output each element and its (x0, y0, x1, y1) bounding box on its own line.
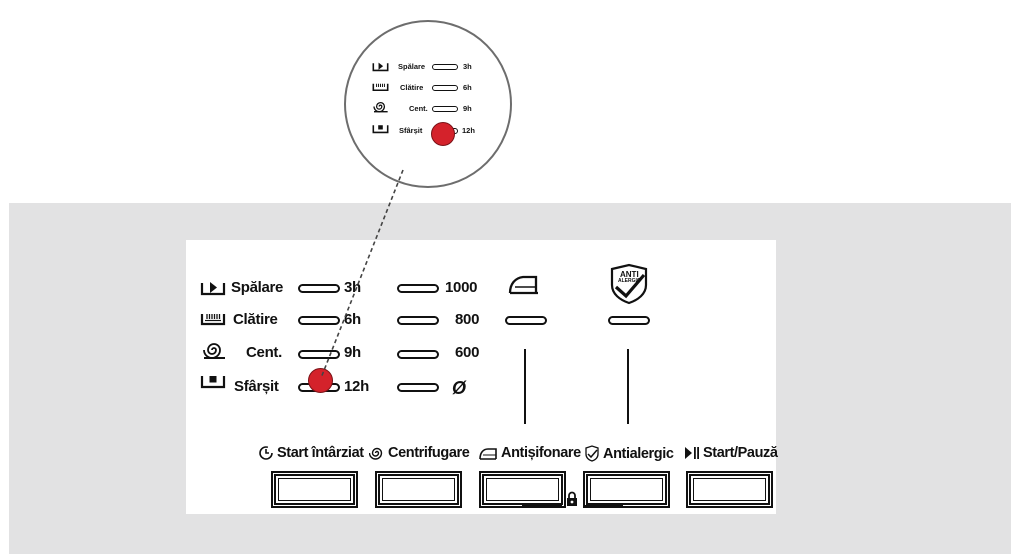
delay-start-button[interactable] (271, 471, 358, 508)
led-time-3h (298, 284, 340, 293)
led-anti-crease (505, 316, 547, 325)
anti-allergic-button[interactable] (583, 471, 670, 508)
antiallergic-shield-icon (584, 445, 600, 462)
status-label-wash: Spălare (231, 279, 284, 296)
led-time-9h (298, 350, 340, 359)
iron-icon (507, 272, 541, 296)
wash-play-icon (200, 280, 226, 296)
delay-clock-icon (258, 445, 274, 461)
iron-icon (478, 445, 498, 461)
button-label-start-pause: Start/Pauză (684, 445, 778, 461)
speed-label-800: 800 (455, 311, 480, 328)
time-label-9h: 9h (344, 344, 361, 361)
delay-start-label: Start întârziat (277, 445, 364, 461)
zoom-label-rinse: Clătire (400, 83, 424, 92)
shield-text-alergic: ALERGIC (618, 278, 641, 284)
zoom-callout (344, 20, 512, 188)
zoom-led-3h (432, 64, 458, 70)
zoom-led-9h (432, 106, 458, 112)
led-speed-600 (397, 350, 439, 359)
rinse-icon (200, 312, 226, 326)
time-label-3h: 3h (344, 279, 361, 296)
highlight-dot-12h (308, 368, 333, 393)
status-label-end: Sfârșit (234, 378, 279, 395)
control-panel (186, 240, 776, 514)
play-pause-icon (684, 446, 700, 460)
led-speed-1000 (397, 284, 439, 293)
status-label-spin: Cent. (246, 344, 283, 361)
spin-icon (372, 100, 389, 113)
zoom-highlight-dot (431, 122, 455, 146)
start-pause-label: Start/Pauză (703, 445, 778, 461)
lock-icon (566, 491, 578, 507)
led-speed-800 (397, 316, 439, 325)
zoom-label-end: Sfârșit (399, 126, 423, 135)
anti-crease-label: Antișifonare (501, 445, 581, 461)
shield-text-anti: ANTI (620, 270, 639, 279)
lock-combo-line-right (583, 505, 623, 507)
led-time-6h (298, 316, 340, 325)
time-label-12h: 12h (344, 378, 369, 395)
button-label-anti-allergic: Antialergic (584, 445, 674, 462)
speed-label-no-spin: Ø (452, 378, 466, 398)
zoom-label-wash: Spălare (398, 62, 426, 71)
start-pause-button[interactable] (686, 471, 773, 508)
button-label-delay-start: Start întârziat (258, 445, 364, 461)
spin-icon (369, 445, 385, 461)
zoom-time-12h: 12h (462, 126, 475, 135)
end-stop-icon (372, 123, 389, 134)
lock-combo-line-left (522, 505, 562, 507)
zoom-label-spin: Cent. (409, 104, 428, 113)
zoom-led-6h (432, 85, 458, 91)
anti-crease-connector (524, 349, 526, 424)
time-label-6h: 6h (344, 311, 361, 328)
speed-label-1000: 1000 (445, 279, 478, 296)
status-label-rinse: Clătire (233, 311, 278, 328)
wash-play-icon (372, 61, 389, 72)
antiallergic-shield-icon (608, 263, 650, 305)
led-anti-allergic (608, 316, 650, 325)
anti-allergic-connector (627, 349, 629, 424)
rinse-icon (372, 82, 389, 92)
speed-label-600: 600 (455, 344, 480, 361)
end-stop-icon (200, 373, 226, 389)
zoom-time-3h: 3h (463, 62, 472, 71)
spin-button[interactable] (375, 471, 462, 508)
anti-crease-button[interactable] (479, 471, 566, 508)
zoom-time-9h: 9h (463, 104, 472, 113)
led-speed-none (397, 383, 439, 392)
spin-label: Centrifugare (388, 445, 470, 461)
button-label-anti-crease: Antișifonare (478, 445, 581, 461)
anti-allergic-label: Antialergic (603, 445, 674, 462)
spin-icon (201, 340, 227, 360)
button-label-spin: Centrifugare (369, 445, 470, 461)
zoom-time-6h: 6h (463, 83, 472, 92)
